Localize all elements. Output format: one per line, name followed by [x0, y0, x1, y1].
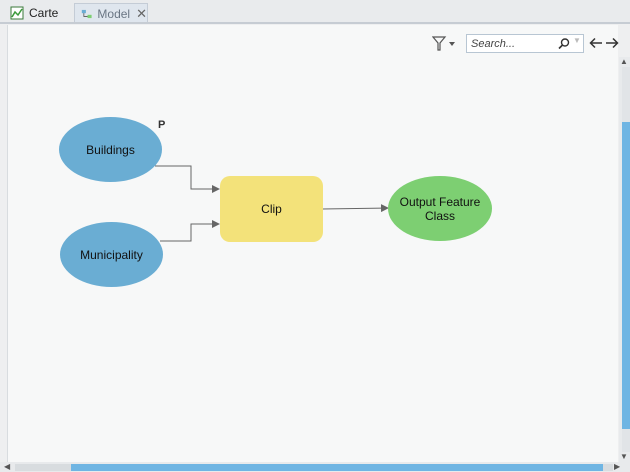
vertical-scroll-thumb[interactable] — [622, 122, 630, 429]
node-clip-label: Clip — [261, 202, 282, 216]
node-buildings[interactable]: Buildings — [59, 117, 162, 182]
node-clip[interactable]: Clip — [220, 176, 323, 242]
tab-model[interactable]: Model ✕ — [74, 3, 148, 23]
back-arrow-icon[interactable] — [589, 36, 603, 50]
tab-carte-label: Carte — [29, 6, 59, 20]
search-input[interactable] — [471, 36, 555, 51]
node-municipality-label: Municipality — [80, 247, 143, 262]
tab-carte[interactable]: Carte — [8, 3, 70, 23]
parameter-badge: P — [158, 119, 166, 131]
tab-bar — [0, 0, 630, 23]
scroll-left-icon[interactable]: ◀ — [4, 462, 11, 471]
node-output-label: Output Feature Class — [399, 194, 481, 223]
forward-arrow-icon[interactable] — [605, 36, 619, 50]
horizontal-scroll-thumb[interactable] — [71, 464, 603, 471]
vertical-scrollbar[interactable]: ▲ ▼ — [619, 57, 630, 462]
node-output-feature-class[interactable]: Output Feature Class — [388, 176, 492, 241]
map-icon — [10, 6, 24, 20]
node-municipality[interactable]: Municipality — [60, 222, 163, 287]
close-icon[interactable]: ✕ — [136, 5, 147, 21]
scroll-up-icon[interactable]: ▲ — [620, 57, 628, 66]
filter-icon[interactable] — [432, 36, 456, 52]
search-icon[interactable] — [557, 37, 571, 51]
horizontal-scrollbar[interactable]: ◀ ▶ — [0, 462, 630, 472]
model-icon — [81, 9, 92, 18]
scroll-down-icon[interactable]: ▼ — [620, 452, 628, 461]
tab-model-label: Model — [97, 6, 131, 21]
node-buildings-label: Buildings — [86, 142, 135, 157]
search-box[interactable]: ▼ — [466, 34, 584, 53]
search-options-icon[interactable]: ▼ — [573, 36, 581, 45]
tab-divider — [0, 22, 630, 24]
scroll-right-icon[interactable]: ▶ — [614, 462, 621, 471]
